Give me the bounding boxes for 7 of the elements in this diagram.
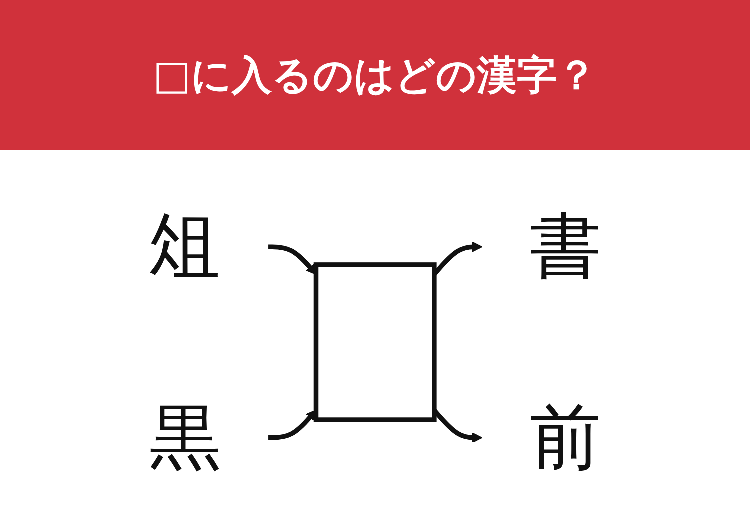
node-text: 書 [530,205,602,289]
node-text: 俎 [148,205,220,289]
node-box [314,262,436,422]
node-text: 前 [530,396,602,480]
arrow [268,410,316,440]
node-text: 黒 [148,396,220,480]
title: □に入るのはどの漢字？ [152,52,598,101]
